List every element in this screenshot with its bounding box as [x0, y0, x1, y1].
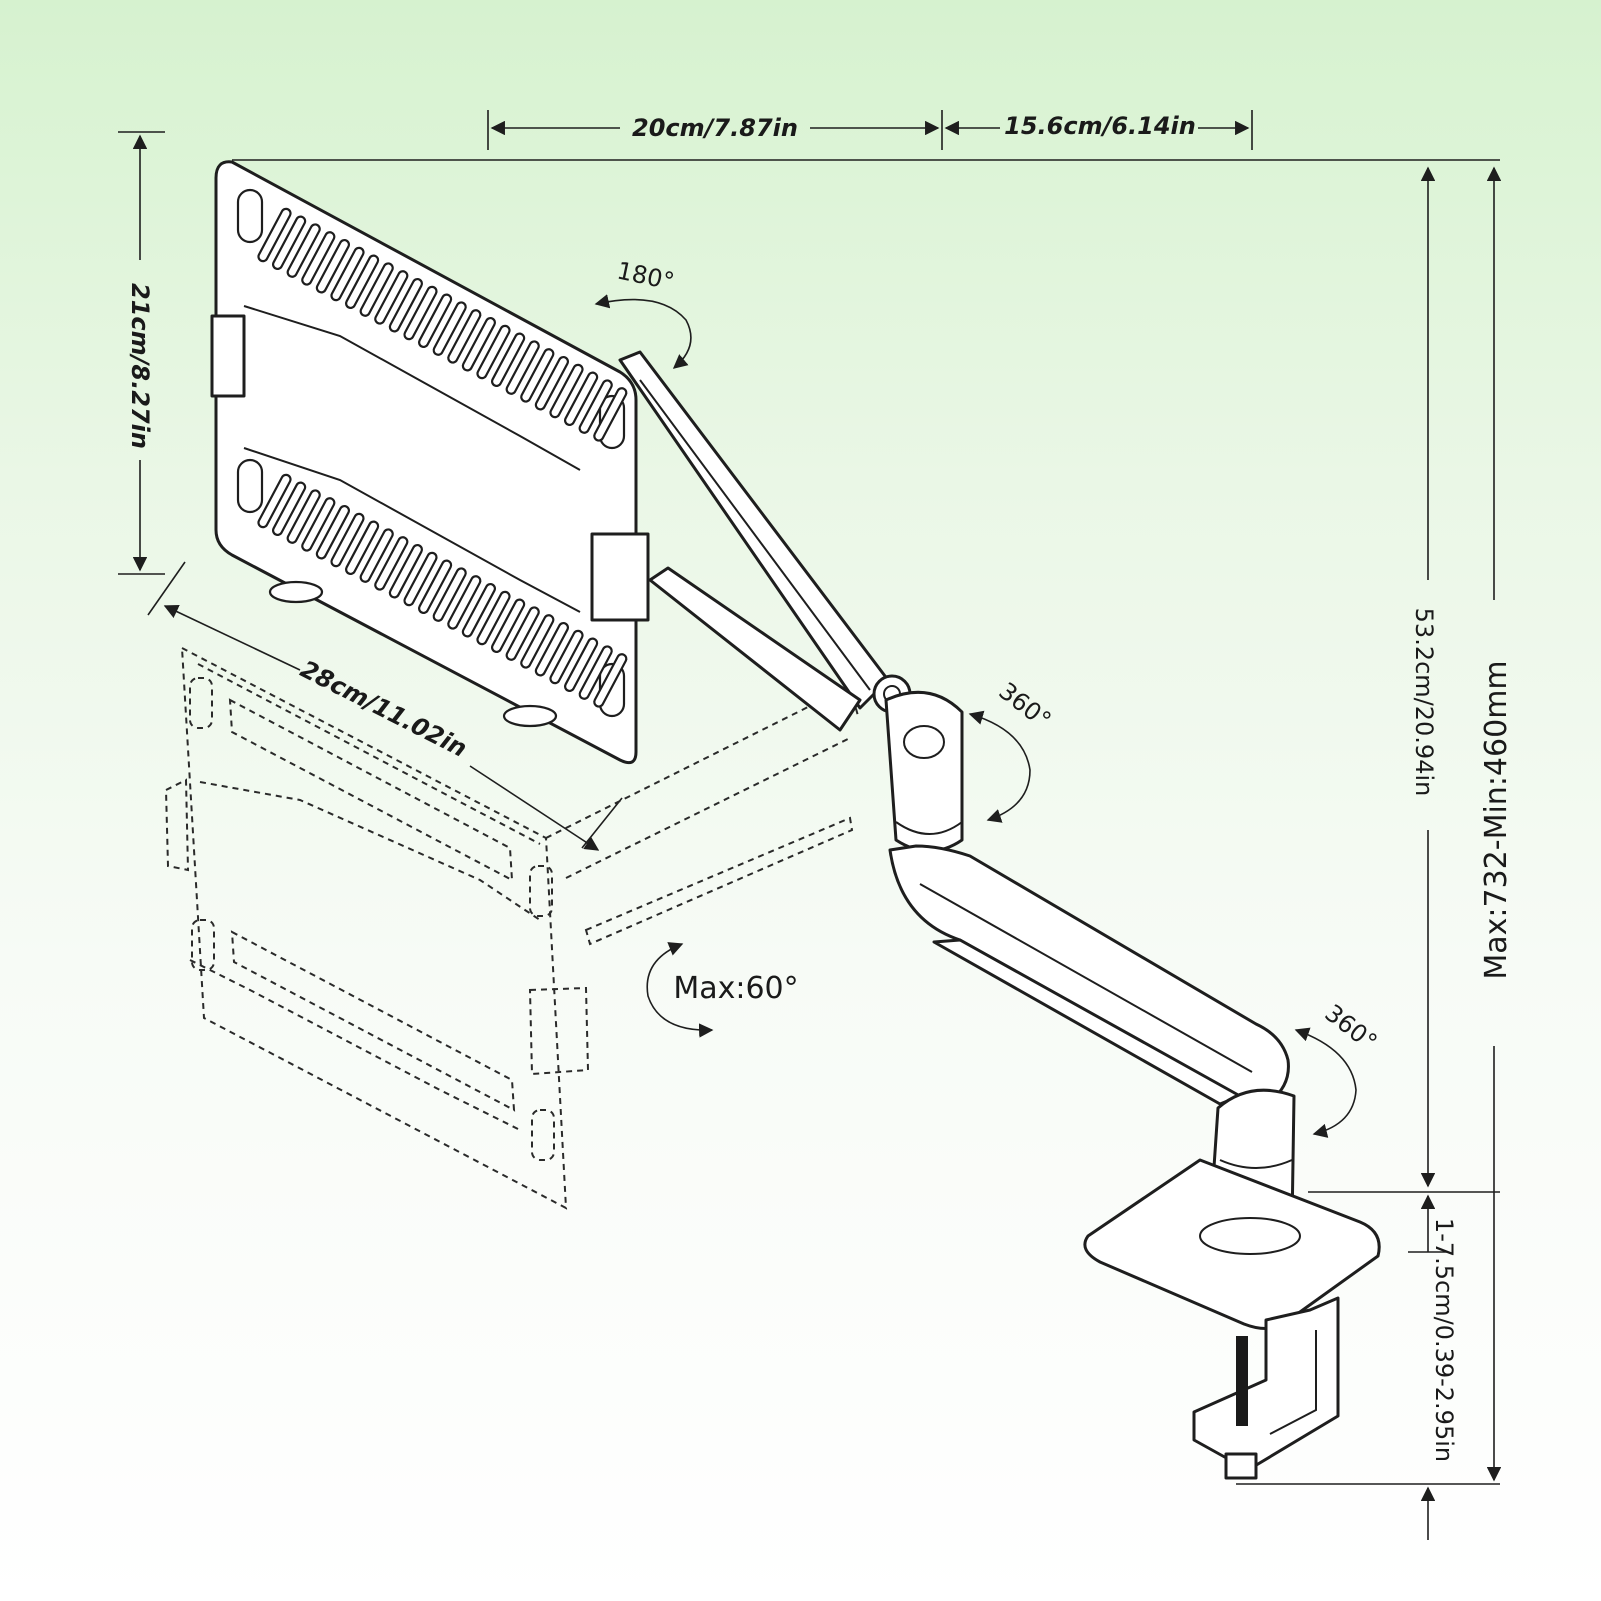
vent-slot: [417, 559, 453, 615]
vent-slot: [563, 371, 599, 427]
vent-slot: [490, 598, 526, 654]
monitor-arm: [618, 350, 1381, 1480]
vent-slot: [476, 324, 511, 380]
height-range-label: Max:732-Min:460mm: [1479, 660, 1514, 979]
vent-slot: [520, 348, 555, 403]
vent-slot: [301, 231, 336, 286]
vent-slot: [330, 246, 365, 302]
vent-slot: [593, 653, 628, 708]
vent-slot: [388, 543, 424, 599]
vent-slot: [505, 340, 540, 395]
vent-slot: [461, 316, 497, 372]
vent-slot: [344, 520, 380, 576]
vent-slot: [593, 387, 628, 442]
rotation-arrows: [594, 294, 1357, 1138]
vent-slot: [315, 504, 351, 560]
elbow-rotation-label: 360°: [994, 677, 1057, 735]
vent-slot: [549, 629, 584, 685]
vent-slot: [315, 238, 351, 294]
plate-height-label: 21cm/8.27in: [126, 283, 154, 449]
vent-slot: [301, 497, 336, 552]
plate-rotation-label: 180°: [614, 256, 676, 295]
vent-slot: [330, 512, 365, 568]
vent-slot: [578, 645, 613, 700]
vent-slot: [359, 262, 394, 317]
vent-slot: [417, 293, 453, 349]
vent-slot: [271, 481, 307, 537]
vent-slot: [271, 215, 307, 271]
vent-slot: [563, 637, 599, 693]
vent-slot: [403, 551, 438, 607]
vent-slot: [534, 355, 570, 411]
arm-offset-label: 15.6cm/6.14in: [1004, 112, 1196, 140]
vent-slot: [490, 332, 526, 388]
vent-slot: [534, 621, 570, 677]
base-rotation-label: 360°: [1320, 999, 1383, 1057]
vent-slot: [388, 277, 424, 333]
vent-slot: [520, 614, 555, 669]
plate-width-label: 20cm/7.87in: [632, 114, 798, 142]
plate-depth-label: 28cm/11.02in: [296, 655, 471, 763]
vent-slot: [344, 254, 380, 310]
pole-height-label: 53.2cm/20.94in: [1410, 608, 1438, 797]
vent-slot: [549, 363, 584, 419]
vent-slot: [286, 489, 321, 544]
vent-slot: [505, 606, 540, 661]
laptop-tray: [210, 160, 650, 765]
vent-slot: [461, 582, 497, 638]
vent-slot: [374, 270, 409, 325]
vent-slot: [257, 473, 292, 529]
vent-slot: [257, 207, 292, 263]
vent-slot: [286, 223, 321, 278]
tilt-label: Max:60°: [673, 971, 798, 1006]
vent-slot: [432, 301, 467, 356]
vent-slot: [447, 309, 482, 364]
vent-slot: [403, 285, 438, 341]
ghost-tray-outline: [164, 646, 859, 1210]
vent-slot: [374, 536, 409, 591]
vent-slot: [432, 567, 467, 622]
clamp-range-label: 1-7.5cm/0.39-2.95in: [1430, 1218, 1458, 1462]
vent-slot: [476, 590, 511, 646]
vent-slot: [447, 575, 482, 630]
vent-slot: [359, 528, 394, 583]
dimension-lines: [118, 110, 1502, 1540]
vent-slot: [578, 379, 613, 434]
